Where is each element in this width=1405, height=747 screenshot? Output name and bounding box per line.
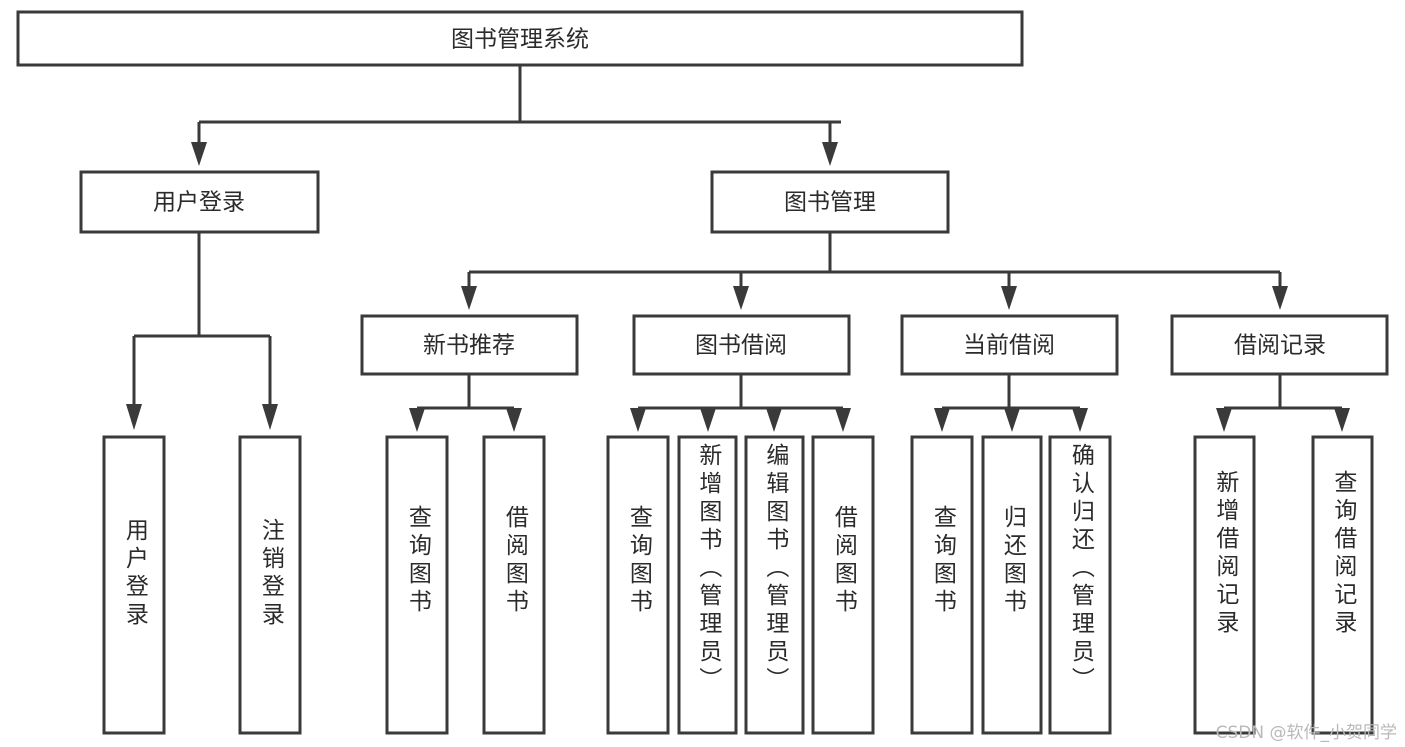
- arrow-head-bm-3: [1001, 286, 1017, 310]
- node-book-management-label: 图书管理: [784, 190, 876, 216]
- node-book-borrow-label: 图书借阅: [695, 333, 787, 359]
- connector-group-new-book: [409, 374, 522, 432]
- connector-group-book-mgmt: [461, 232, 1288, 310]
- leaf-box-borrow-book-2[interactable]: [811, 435, 875, 735]
- arrow-head-user-2: [262, 404, 278, 430]
- arrow-head-cb-2: [1004, 408, 1020, 432]
- arrow-head-bw-2: [700, 408, 716, 432]
- connector-group-borrow: [630, 374, 851, 432]
- arrow-head-br-2: [1334, 408, 1350, 432]
- node-book-borrow[interactable]: 图书借阅: [632, 314, 851, 376]
- node-user-login-label: 用户登录: [153, 190, 245, 216]
- csdn-watermark: CSDN @软件_小贺同学: [1215, 723, 1397, 743]
- node-borrow-record-label: 借阅记录: [1234, 333, 1326, 359]
- arrow-head-nb-2: [506, 408, 522, 432]
- leaf-box-query-book-3[interactable]: [910, 435, 974, 735]
- leaf-box-edit-book[interactable]: [744, 435, 805, 735]
- node-root[interactable]: 图书管理系统: [16, 10, 1024, 67]
- node-new-book-recommend[interactable]: 新书推荐: [360, 314, 579, 376]
- connector-group-current-borrow: [934, 374, 1088, 432]
- node-current-borrow-box[interactable]: [900, 314, 1119, 376]
- arrow-head-cb-1: [934, 408, 950, 432]
- connector-group-root: [191, 65, 841, 166]
- node-new-book-recommend-label: 新书推荐: [423, 333, 515, 359]
- leaf-box-query-borrow-record[interactable]: [1311, 435, 1374, 735]
- node-current-borrow-label: 当前借阅: [963, 333, 1055, 359]
- leaf-box-user-login[interactable]: [102, 435, 166, 735]
- arrow-head-bm-4: [1272, 286, 1288, 310]
- leaf-box-confirm-return[interactable]: [1048, 435, 1112, 735]
- connector-group-user-login: [126, 232, 278, 430]
- arrow-head-root-2: [822, 142, 838, 166]
- node-new-book-recommend-box[interactable]: [360, 314, 579, 376]
- arrow-head-user-1: [126, 404, 142, 430]
- node-user-login[interactable]: 用户登录: [79, 170, 320, 234]
- node-book-management[interactable]: 图书管理: [710, 170, 950, 234]
- arrow-head-bm-1: [461, 286, 477, 310]
- node-root-box[interactable]: [16, 10, 1024, 67]
- leaf-box-add-book[interactable]: [677, 435, 738, 735]
- arrow-head-bw-4: [835, 408, 851, 432]
- node-borrow-record[interactable]: 借阅记录: [1170, 314, 1389, 376]
- node-user-login-box[interactable]: [79, 170, 320, 234]
- arrow-head-root-1: [191, 142, 207, 166]
- connector-group-borrow-record: [1216, 374, 1350, 432]
- node-borrow-record-box[interactable]: [1170, 314, 1389, 376]
- node-current-borrow[interactable]: 当前借阅: [900, 314, 1119, 376]
- node-book-management-box[interactable]: [710, 170, 950, 234]
- leaf-box-borrow-book-1[interactable]: [482, 435, 546, 735]
- arrow-head-bw-1: [630, 408, 646, 432]
- leaf-box-logout[interactable]: [238, 435, 302, 735]
- arrow-head-nb-1: [409, 408, 425, 432]
- leaf-box-add-borrow-record[interactable]: [1193, 435, 1256, 735]
- arrow-head-bw-3: [766, 408, 782, 432]
- node-book-borrow-box[interactable]: [632, 314, 851, 376]
- leaf-box-query-book-2[interactable]: [606, 435, 670, 735]
- leaf-box-query-book-1[interactable]: [385, 435, 449, 735]
- arrow-head-br-1: [1216, 408, 1232, 432]
- arrow-head-bm-2: [733, 286, 749, 310]
- node-root-label: 图书管理系统: [451, 27, 589, 53]
- arrow-head-cb-3: [1072, 408, 1088, 432]
- leaf-box-return-book[interactable]: [981, 435, 1043, 735]
